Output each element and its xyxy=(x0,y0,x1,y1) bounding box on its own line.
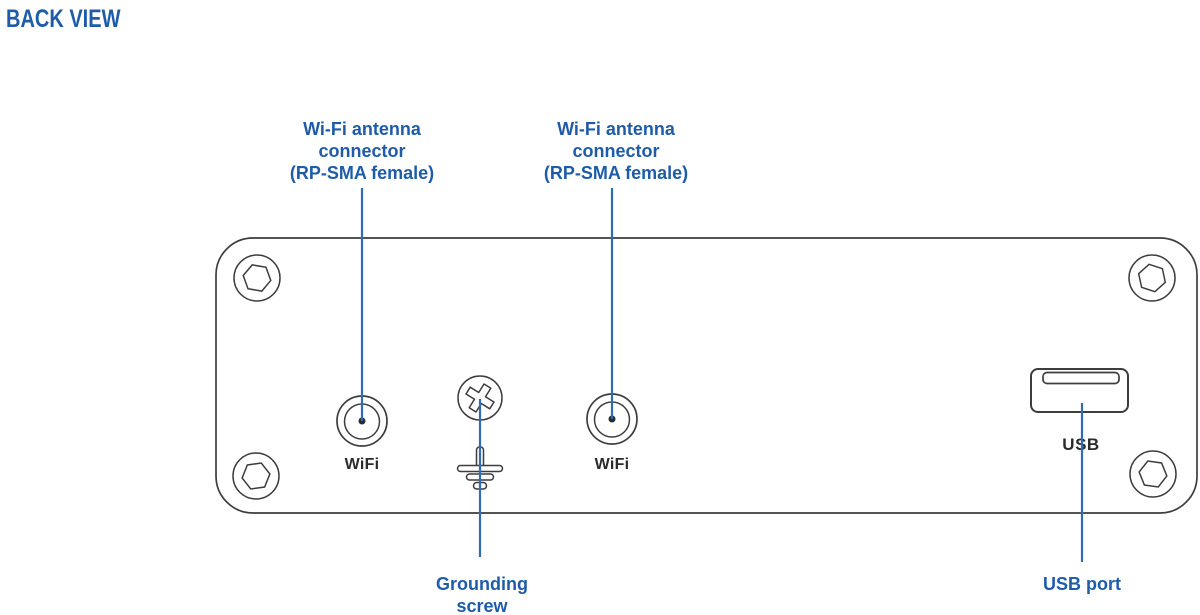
annotation-wifi-antenna-right: Wi-Fi antenna connector (RP-SMA female) xyxy=(543,119,689,183)
wifi-connector-right-icon xyxy=(586,393,638,445)
corner-screw-top-right-icon xyxy=(1128,254,1176,302)
corner-screw-bottom-left-icon xyxy=(232,452,280,500)
panel-label-wifi-right: WiFi xyxy=(594,456,630,473)
panel-label-usb: USB xyxy=(1062,435,1100,454)
device-outline xyxy=(215,237,1198,514)
annotation-grounding-screw: Grounding screw xyxy=(436,574,528,615)
panel-label-wifi-left: WiFi xyxy=(344,456,380,473)
page-title: BACK VIEW xyxy=(6,5,121,33)
corner-screw-bottom-right-icon xyxy=(1129,450,1177,498)
usb-port-icon xyxy=(1030,368,1129,413)
annotation-usb-port: USB port xyxy=(1043,574,1121,594)
wifi-connector-left-icon xyxy=(336,395,388,447)
corner-screw-top-left-icon xyxy=(233,254,281,302)
annotation-wifi-antenna-left: Wi-Fi antenna connector (RP-SMA female) xyxy=(289,119,435,183)
